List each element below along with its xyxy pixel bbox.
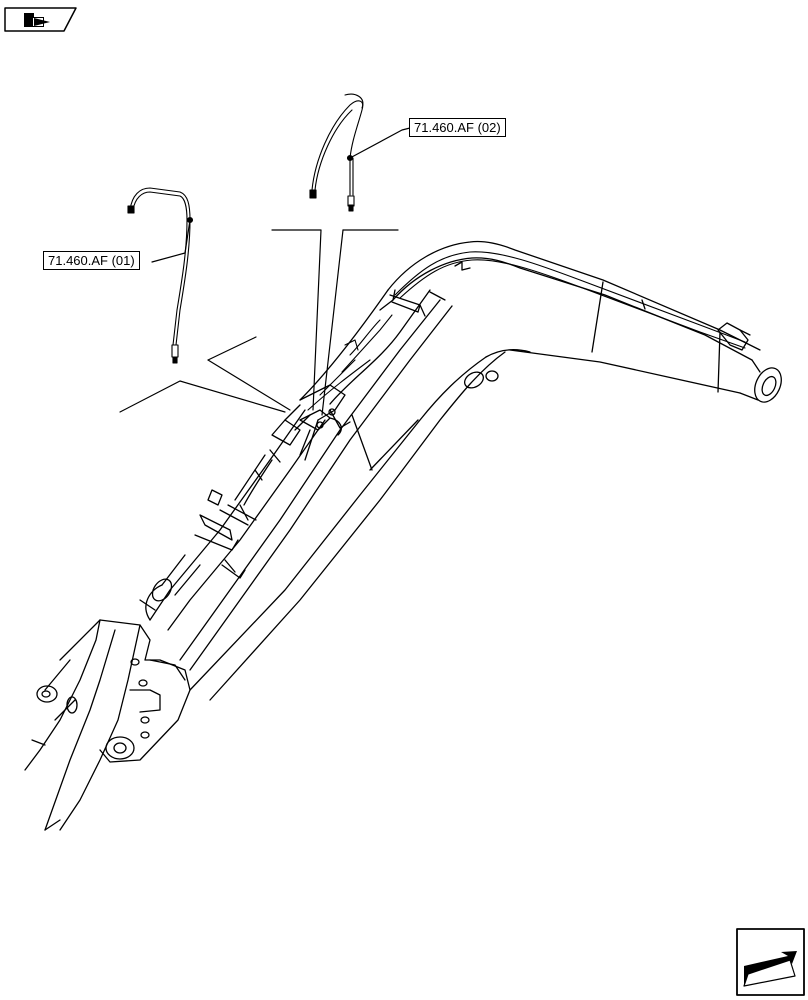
arm-bracket xyxy=(299,384,351,461)
arm-cylinder xyxy=(139,404,342,631)
hose-01 xyxy=(127,187,194,364)
leader-lines xyxy=(119,127,411,416)
callout-71-460-af-01[interactable]: 71.460.AF (01) xyxy=(43,251,140,270)
hose-02 xyxy=(309,93,364,212)
callout-71-460-af-02[interactable]: 71.460.AF (02) xyxy=(409,118,506,137)
book-index-icon xyxy=(24,13,50,27)
boom-hose-lines xyxy=(307,251,746,411)
page-turn-arrow-icon xyxy=(743,951,797,987)
page-turn-button[interactable] xyxy=(736,928,805,996)
boom-outline xyxy=(179,240,782,701)
boom-foot xyxy=(24,619,191,831)
index-tab[interactable] xyxy=(4,7,77,32)
